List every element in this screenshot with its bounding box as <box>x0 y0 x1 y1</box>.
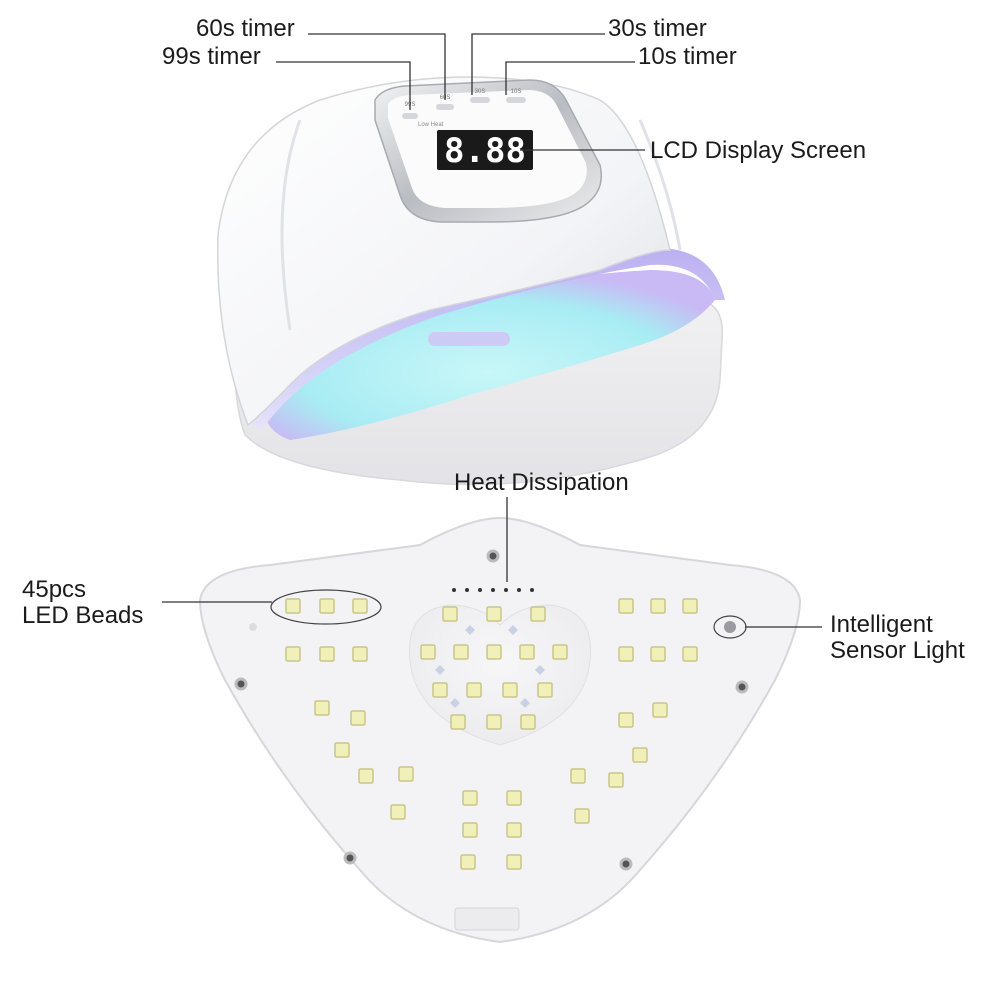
screw-bottom-right <box>619 857 633 871</box>
led-bead <box>608 772 624 788</box>
bottom-leader-lines <box>162 497 822 628</box>
led-panel <box>198 516 802 944</box>
button-label-30: 30S <box>475 89 486 95</box>
screw-bottom-left <box>343 851 357 865</box>
led-bead <box>618 598 634 614</box>
led-bead <box>652 702 668 718</box>
led-bead <box>420 644 436 660</box>
led-bead <box>352 598 368 614</box>
led-bead <box>574 808 590 824</box>
led-bead <box>519 644 535 660</box>
led-bead <box>314 700 330 716</box>
center-recess <box>409 604 591 746</box>
led-bead <box>486 714 502 730</box>
led-bead <box>618 646 634 662</box>
label-lcd-display: LCD Display Screen <box>650 137 867 164</box>
diamond-vents <box>435 625 545 708</box>
screw-left <box>234 677 248 691</box>
timer-button-10[interactable]: 10S <box>506 89 526 103</box>
led-bead <box>319 646 335 662</box>
led-bead <box>520 714 536 730</box>
shell-edge <box>280 119 302 331</box>
led-bead <box>632 747 648 763</box>
sensor-light <box>724 621 736 633</box>
led-bead <box>506 854 522 870</box>
led-bead <box>462 790 478 806</box>
label-sensor-line1: Intelligent <box>830 611 933 638</box>
top-leader-lines <box>276 33 645 151</box>
led-bead <box>450 714 466 730</box>
led-bead <box>506 822 522 838</box>
label-sensor-line2: Sensor Light <box>830 637 965 664</box>
led-bead <box>285 598 301 614</box>
base-slot <box>428 332 510 346</box>
led-bead <box>358 768 374 784</box>
label-sensor-light: Intelligent Sensor Light <box>830 612 965 664</box>
leader-30 <box>471 33 605 95</box>
label-60s-timer: 60s timer <box>196 15 295 42</box>
led-bead <box>552 644 568 660</box>
led-beads <box>285 598 698 870</box>
led-bead <box>537 682 553 698</box>
led-bead <box>442 606 458 622</box>
bottom-tab <box>454 907 520 931</box>
screw-top <box>486 549 500 563</box>
heat-vents <box>452 588 534 592</box>
leader-99 <box>276 61 411 110</box>
label-led-beads: 45pcs LED Beads <box>22 577 143 629</box>
led-bead <box>650 598 666 614</box>
led-bead <box>334 742 350 758</box>
led-bead <box>530 606 546 622</box>
hole-left <box>249 623 257 631</box>
led-bead <box>506 790 522 806</box>
led-bead <box>570 768 586 784</box>
leader-10 <box>505 61 635 95</box>
led-bead <box>466 682 482 698</box>
led-bead <box>502 682 518 698</box>
label-led-line1: 45pcs <box>22 576 87 603</box>
screw-right <box>735 680 749 694</box>
lcd-readout: 8.88 <box>444 131 526 171</box>
led-bead <box>682 598 698 614</box>
lamp-body: 8.88 99S 60S 30S 10S Low Heat <box>217 76 725 486</box>
timer-button-30[interactable]: 30S <box>470 89 490 103</box>
leader-60 <box>308 33 446 100</box>
lcd-screen <box>437 130 533 170</box>
led-bead <box>486 644 502 660</box>
led-bead <box>618 712 634 728</box>
led-bead <box>462 822 478 838</box>
label-heat-dissipation: Heat Dissipation <box>454 469 629 496</box>
led-bead <box>352 646 368 662</box>
led-bead <box>285 646 301 662</box>
shell-edge-right <box>638 119 682 251</box>
led-bead <box>460 854 476 870</box>
button-label-10: 10S <box>511 89 522 95</box>
led-bead <box>682 646 698 662</box>
led-bead <box>350 710 366 726</box>
label-99s-timer: 99s timer <box>162 43 261 70</box>
led-bead <box>453 644 469 660</box>
panel-caption: Low Heat <box>418 122 444 128</box>
label-30s-timer: 30s timer <box>608 15 707 42</box>
led-highlight-ring <box>270 589 382 625</box>
label-led-line2: LED Beads <box>22 602 144 629</box>
led-bead <box>319 598 335 614</box>
led-bead <box>398 766 414 782</box>
led-bead <box>390 804 406 820</box>
label-10s-timer: 10s timer <box>638 43 737 70</box>
led-bead <box>432 682 448 698</box>
led-bead <box>650 646 666 662</box>
uv-light-chamber <box>262 270 715 440</box>
led-bead <box>486 606 502 622</box>
